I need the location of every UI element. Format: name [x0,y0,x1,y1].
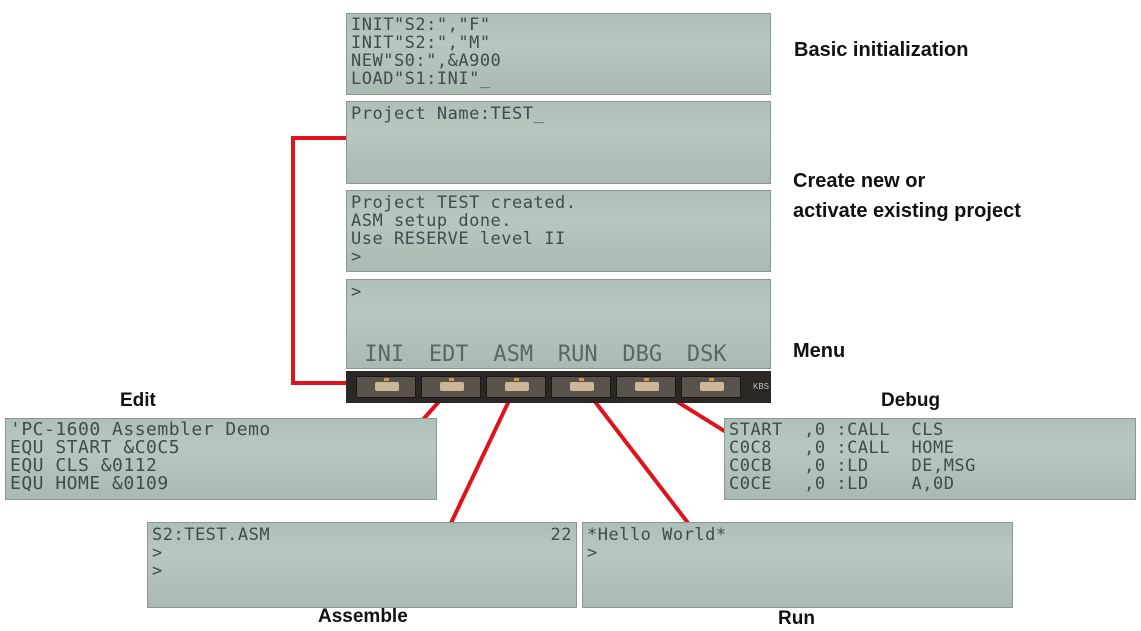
lcd-line: EQU START &C0C5 [10,437,181,458]
caption-debug: Debug [881,390,941,411]
lcd-line: C0CE ,0 :LD A,0D [729,474,955,494]
lcd-line: C0C8 ,0 :CALL HOME [729,438,955,458]
caption-basic-initialization: Basic initialization [794,39,969,61]
caption-edit: Edit [120,390,156,411]
lcd-screen-debug: START ,0 :CALL CLS C0C8 ,0 :CALL HOME C0… [724,418,1136,500]
function-key-run[interactable] [551,376,611,398]
assemble-line-count: 22 [550,525,572,545]
lcd-line: INIT"S2:","M" [351,33,491,53]
lcd-line: INIT"S2:","F" [351,15,491,35]
lcd-screen-project-created: Project TEST created. ASM setup done. Us… [346,190,771,272]
lcd-line: 'PC-1600 Assembler Demo [10,419,271,440]
lcd-line: EQU HOME &0109 [10,473,169,494]
lcd-line: START ,0 :CALL CLS [729,420,944,440]
caption-run: Run [778,608,815,629]
lcd-line: Project Name:TEST_ [351,104,545,124]
lcd-screen-edit: 'PC-1600 Assembler Demo EQU START &C0C5 … [5,418,437,500]
lcd-screen-init: INIT"S2:","F" INIT"S2:","M" NEW"S0:",&A9… [346,13,771,95]
menu-label-run: RUN [557,342,598,367]
lcd-line: Project TEST created. [351,193,577,213]
menu-label-ini: INI [364,342,405,367]
lcd-line: Use RESERVE level II [351,229,566,249]
lcd-screen-assemble: S2:TEST.ASM 22 > > [147,522,577,608]
lcd-line: C0CB ,0 :LD DE,MSG [729,456,976,476]
lcd-line: > [152,543,163,563]
lcd-line: > [351,247,362,267]
lcd-line: *Hello World* [587,525,727,545]
function-key-ini[interactable] [356,376,416,398]
function-key-dbg[interactable] [616,376,676,398]
edit-bracket-line [291,136,387,385]
assemble-header-row: S2:TEST.ASM 22 [152,526,572,544]
lcd-screen-run: *Hello World* > [582,522,1013,608]
lcd-line: > [587,543,598,563]
function-key-bar: KBS [346,371,771,403]
function-key-dsk[interactable] [681,376,741,398]
function-key-asm[interactable] [486,376,546,398]
assemble-file-name: S2:TEST.ASM [152,525,271,545]
menu-function-labels: INI EDT ASM RUN DBG DSK [352,342,739,367]
lcd-line: NEW"S0:",&A900 [351,51,502,71]
menu-label-edt: EDT [428,342,469,367]
caption-create-project: Create new or activate existing project [793,170,1021,222]
keyboard-label: KBS [752,382,769,391]
menu-prompt: > [351,282,362,302]
assemble-connector-line [448,383,519,526]
menu-label-dbg: DBG [622,342,663,367]
menu-label-dsk: DSK [686,342,727,367]
menu-label-asm: ASM [493,342,534,367]
lcd-line: EQU CLS &0112 [10,455,158,476]
lcd-line: LOAD"S1:INI"_ [351,69,491,89]
caption-assemble: Assemble [318,606,408,627]
lcd-screen-project-name: Project Name:TEST_ [346,101,771,184]
function-key-edt[interactable] [421,376,481,398]
lcd-line: > [152,561,163,581]
caption-menu: Menu [793,340,846,362]
lcd-screen-menu: > INI EDT ASM RUN DBG DSK [346,279,771,369]
run-connector-line [580,383,691,526]
lcd-line: ASM setup done. [351,211,513,231]
